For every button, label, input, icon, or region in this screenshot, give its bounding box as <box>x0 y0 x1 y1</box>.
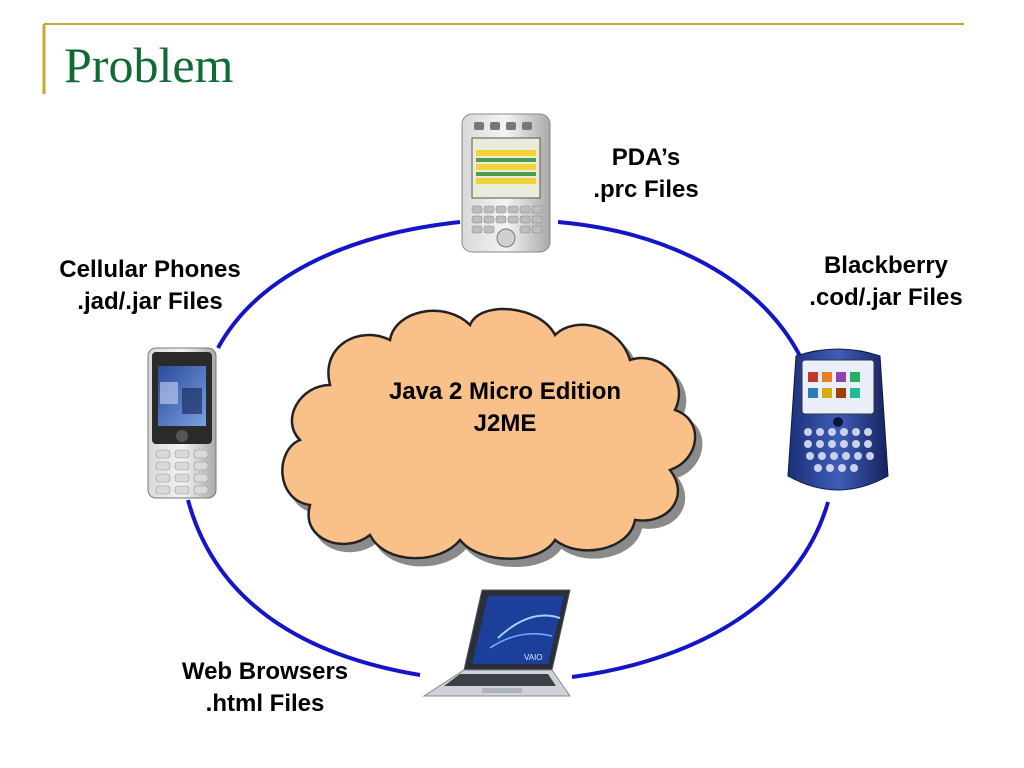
cellular-label: Cellular Phones .jad/.jar Files <box>32 254 268 318</box>
pda-icon <box>461 113 551 253</box>
cell-phone-icon <box>147 347 217 499</box>
ring-arc-top-right <box>557 220 802 357</box>
pda-label: PDA’s .prc Files <box>566 142 726 206</box>
web-label-line1: Web Browsers <box>181 658 349 685</box>
blackberry-icon <box>787 348 889 491</box>
cellular-label-line2: .jad/.jar Files <box>77 288 223 315</box>
pda-label-line2: .prc Files <box>593 176 699 203</box>
ring-arc-bottom-right <box>571 501 830 679</box>
center-label-line1: Java 2 Micro Edition <box>388 378 622 405</box>
ring-arc-bottom-left <box>186 499 421 677</box>
blackberry-label-line2: .cod/.jar Files <box>809 284 963 311</box>
web-label-line2: .html Files <box>205 690 325 717</box>
laptop-logo-mark: VAIO <box>524 653 543 662</box>
blackberry-label: Blackberry .cod/.jar Files <box>786 250 986 314</box>
pda-label-line1: PDA’s <box>611 144 681 171</box>
center-label-line2: J2ME <box>473 410 537 437</box>
center-label: Java 2 Micro Edition J2ME <box>340 376 670 440</box>
connection-ring <box>186 220 830 679</box>
ring-arc-top-left <box>216 220 461 349</box>
j2me-cloud <box>281 307 697 560</box>
blackberry-label-line1: Blackberry <box>823 252 949 279</box>
web-label: Web Browsers .html Files <box>150 656 380 720</box>
laptop-icon: VAIO <box>422 589 571 697</box>
slide-title: Problem <box>64 37 234 93</box>
cellular-label-line1: Cellular Phones <box>59 256 241 283</box>
